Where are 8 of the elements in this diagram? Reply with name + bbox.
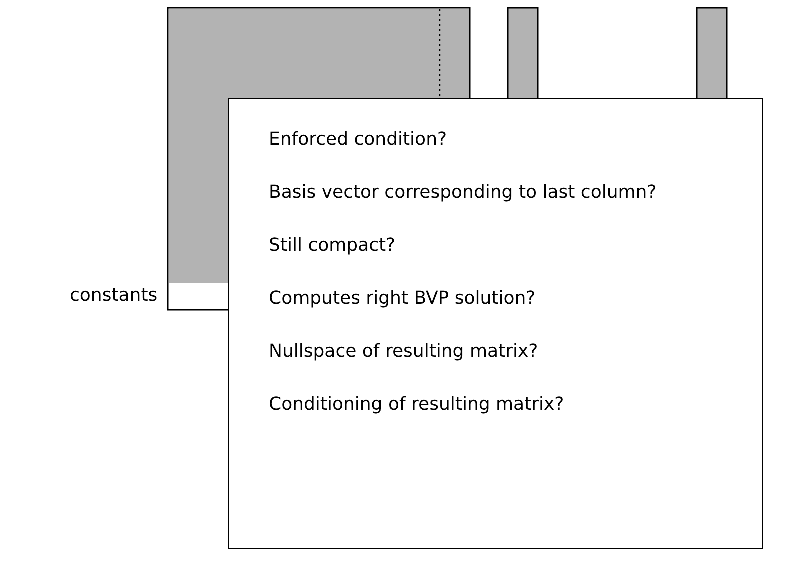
- question-text: Computes right BVP solution?: [269, 287, 537, 311]
- question-text: Enforced condition?: [269, 128, 448, 152]
- question-card: [228, 98, 763, 549]
- question-text: Basis vector corresponding to last column?: [269, 181, 658, 205]
- question-text: Still compact?: [269, 234, 397, 258]
- question-text: Conditioning of resulting matrix?: [269, 393, 566, 417]
- row-label: constants: [70, 285, 158, 306]
- question-text: Nullspace of resulting matrix?: [269, 340, 540, 364]
